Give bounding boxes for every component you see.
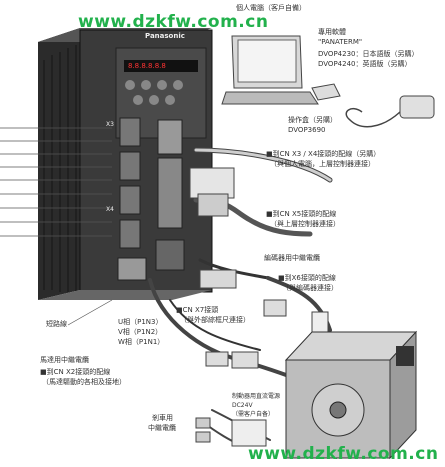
label-dc-line3: （需客户自备） — [232, 411, 275, 418]
label-cn-x6-sub: （與編碼器連接） — [282, 284, 338, 292]
label-cn-x2: ■到CN X2接頭的配線 — [40, 368, 111, 376]
label-cn-x5: ■到CN X5接頭的配線 — [266, 210, 337, 218]
connector-x4-label: X4 — [106, 206, 114, 213]
connectors — [189, 167, 329, 447]
drive-display: 8.8.8.8.8.8 — [128, 62, 166, 70]
watermark-top: www.dzkfw.com.cn — [78, 12, 269, 32]
laptop-pc — [221, 35, 319, 105]
drive-brand: Panasonic — [145, 32, 185, 40]
label-v-w: W相（P1N1） — [118, 338, 165, 346]
label-v-u: U相（P1N3） — [118, 318, 163, 326]
label-console-title: 操作盒（另購） — [288, 116, 337, 124]
servo-motor — [284, 330, 418, 460]
servo-drive — [38, 28, 213, 300]
label-software-line2: DVOP4240：英語版（另購） — [318, 60, 412, 68]
label-motor-relay: 馬達用中繼電纜 — [40, 356, 89, 364]
label-cn-x3x4-sub: （與個人電腦，上層控制器連接） — [270, 160, 375, 168]
label-cn-x7: ■CN X7接頭 — [176, 306, 219, 314]
label-cn-x5-sub: （與上層控制器連接） — [270, 220, 340, 228]
watermark-bottom: www.dzkfw.com.cn — [248, 444, 439, 464]
label-pc-title: 個人電腦（客戶自備） — [236, 4, 306, 12]
label-brake-relay-2: 中繼電纜 — [148, 424, 176, 432]
label-v-v: V相（P1N2） — [118, 328, 163, 336]
label-cn-x7-sub: （與外部綜框尺連接） — [180, 316, 250, 324]
software-disk — [311, 83, 341, 101]
label-cn-x6: ■到X6接頭的配線 — [278, 274, 336, 282]
label-cn-x3x4: ■到CN X3 / X4接頭的配線（另購） — [266, 150, 381, 158]
label-console-model: DVOP3690 — [288, 126, 326, 134]
label-short-wire: 短路線 — [46, 320, 67, 328]
label-dc-line2: DC24V — [232, 402, 253, 409]
label-dc-line1: 制動器用直流電源 — [232, 393, 281, 400]
label-brake-relay-1: 剎車用 — [152, 414, 173, 422]
label-software-name: "PANATERM" — [318, 38, 363, 46]
connector-x3-label: X3 — [106, 121, 114, 128]
label-cn-x2-sub: （馬達驅動的各相及接地） — [42, 378, 126, 386]
leader-lines — [0, 127, 113, 326]
label-encoder-relay: 編碼器用中繼電纜 — [264, 254, 320, 262]
console-box — [345, 95, 435, 128]
label-software-line1: DVOP4230：日本語版（另購） — [318, 50, 419, 58]
label-software-title: 專用軟體 — [318, 28, 346, 36]
